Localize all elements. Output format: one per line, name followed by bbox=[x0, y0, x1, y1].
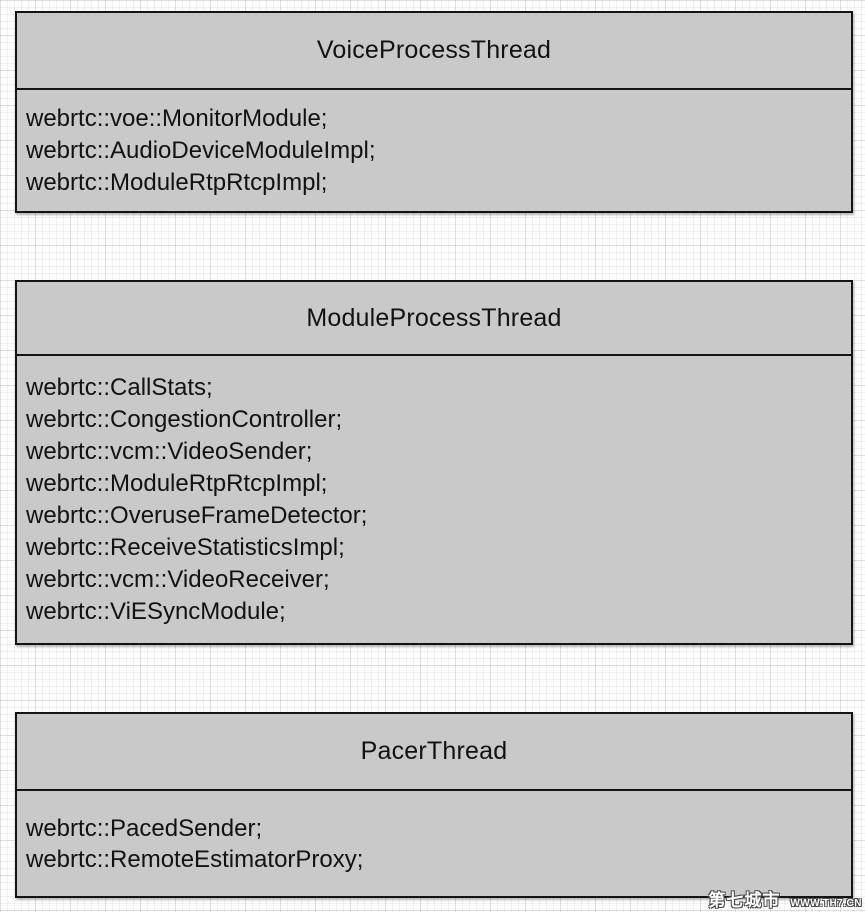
pacer-thread-box: PacerThread webrtc::PacedSender;webrtc::… bbox=[15, 712, 853, 898]
box-title: ModuleProcessThread bbox=[306, 303, 562, 332]
module-entry: webrtc::AudioDeviceModuleImpl; bbox=[26, 136, 376, 164]
box-title: VoiceProcessThread bbox=[316, 36, 552, 64]
pacer-thread-module-list: webrtc::PacedSender;webrtc::RemoteEstima… bbox=[17, 791, 851, 896]
module-entry: webrtc::RemoteEstimatorProxy; bbox=[26, 845, 364, 873]
voice-process-thread-module-list: webrtc::voe::MonitorModule;webrtc::Audio… bbox=[17, 90, 851, 211]
module-entry: webrtc::ModuleRtpRtcpImpl; bbox=[26, 168, 328, 196]
voice-process-thread-header: VoiceProcessThread bbox=[17, 13, 851, 90]
module-process-thread-module-list: webrtc::CallStats;webrtc::CongestionCont… bbox=[17, 356, 851, 643]
module-process-thread-header: ModuleProcessThread bbox=[17, 282, 851, 356]
module-process-thread-box: ModuleProcessThread webrtc::CallStats;we… bbox=[15, 280, 853, 645]
voice-process-thread-box: VoiceProcessThread webrtc::voe::MonitorM… bbox=[15, 11, 853, 213]
module-entry: webrtc::vcm::VideoSender; bbox=[26, 437, 313, 465]
module-entry: webrtc::CongestionController; bbox=[26, 405, 343, 433]
module-entry: webrtc::ModuleRtpRtcpImpl; bbox=[26, 469, 328, 497]
module-entry: webrtc::vcm::VideoReceiver; bbox=[26, 565, 330, 593]
module-entry: webrtc::ViESyncModule; bbox=[26, 597, 286, 625]
module-entry: webrtc::ReceiveStatisticsImpl; bbox=[26, 533, 345, 561]
watermark-site-url: WWW.TH7.CN bbox=[790, 898, 862, 909]
module-entry: webrtc::voe::MonitorModule; bbox=[26, 104, 328, 132]
module-entry: webrtc::CallStats; bbox=[26, 373, 213, 401]
module-entry: webrtc::OveruseFrameDetector; bbox=[26, 501, 368, 529]
pacer-thread-header: PacerThread bbox=[17, 714, 851, 791]
module-entry: webrtc::PacedSender; bbox=[26, 814, 263, 842]
box-title: PacerThread bbox=[360, 737, 508, 765]
